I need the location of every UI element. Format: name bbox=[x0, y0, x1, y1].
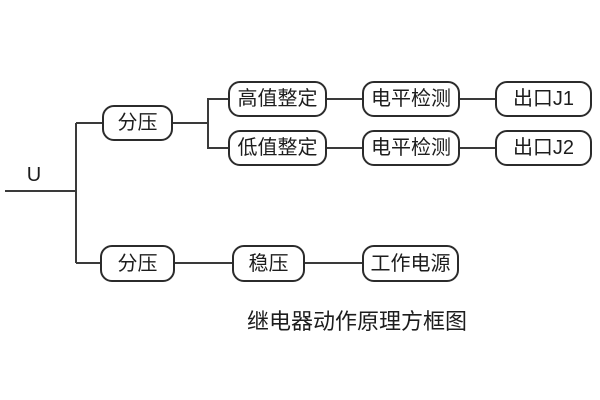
block-outlet-j2: 出口J2 bbox=[495, 130, 592, 166]
block-working-power: 工作电源 bbox=[362, 245, 459, 282]
block-level-detection-1: 电平检测 bbox=[362, 81, 460, 117]
input-voltage-label: U bbox=[26, 164, 42, 186]
block-divider-top: 分压 bbox=[102, 105, 173, 141]
block-low-value-setting: 低值整定 bbox=[228, 130, 327, 166]
block-high-value-setting: 高值整定 bbox=[228, 81, 327, 117]
diagram-caption: 继电器动作原理方框图 bbox=[247, 309, 468, 334]
block-voltage-regulator: 稳压 bbox=[232, 245, 305, 282]
block-level-detection-2: 电平检测 bbox=[362, 130, 460, 166]
block-outlet-j1: 出口J1 bbox=[495, 81, 592, 117]
block-divider-bottom: 分压 bbox=[100, 245, 175, 282]
